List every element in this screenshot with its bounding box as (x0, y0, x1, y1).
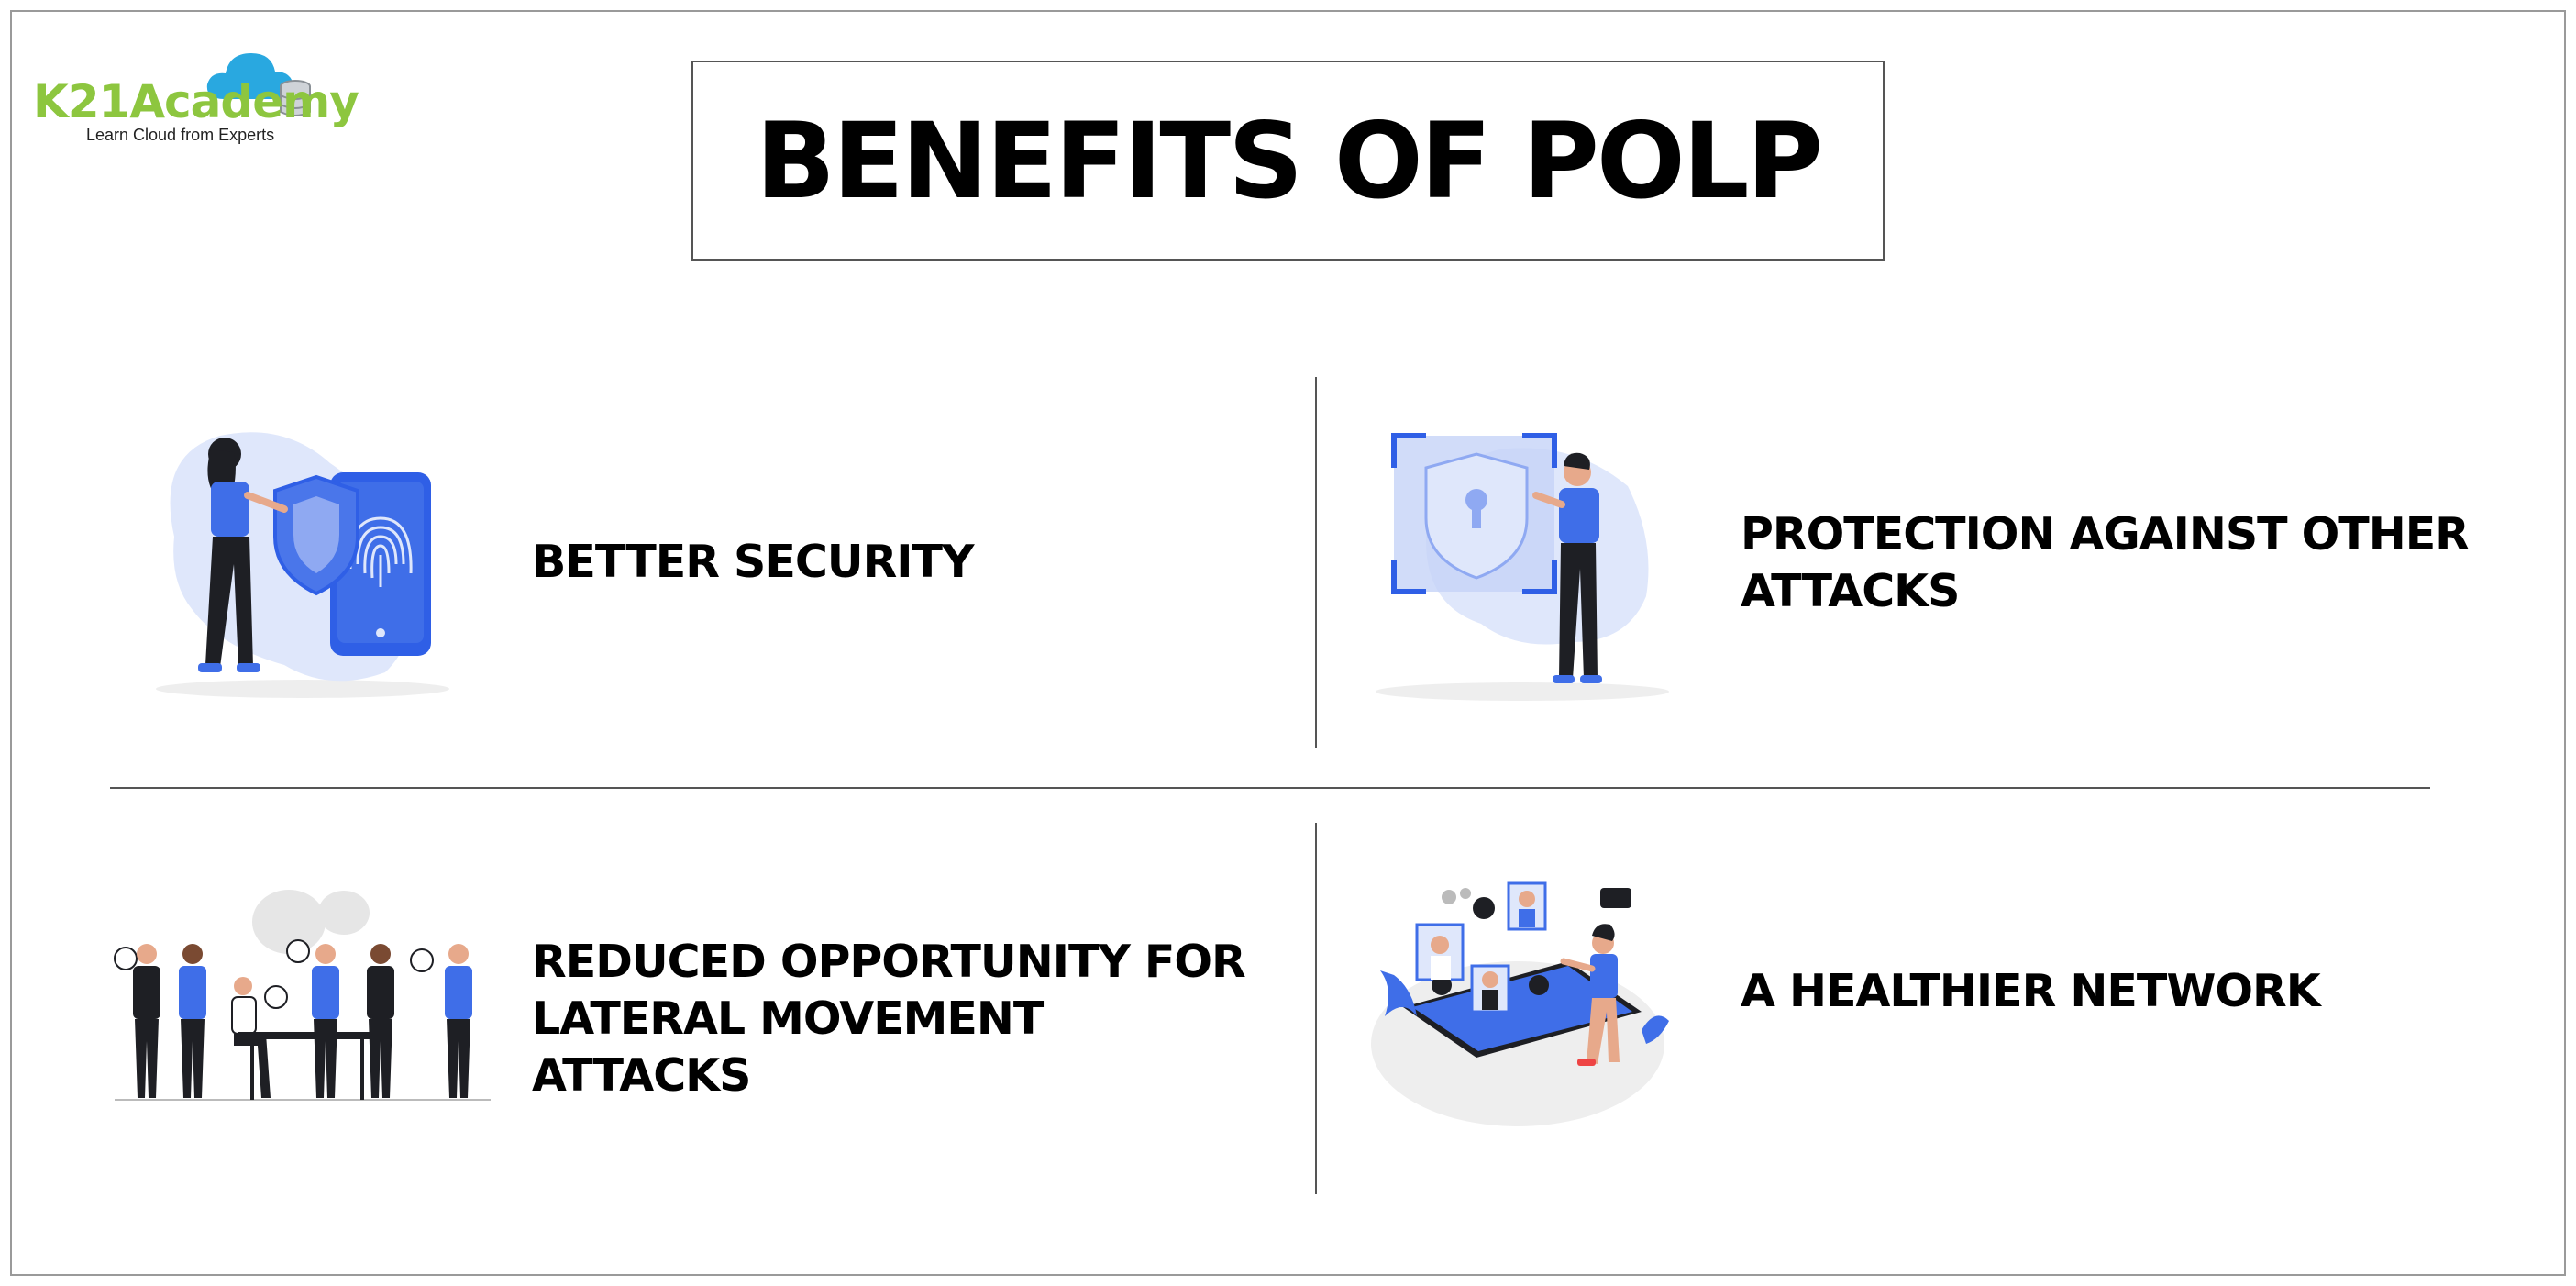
vertical-divider-top (1315, 377, 1317, 748)
woman-phone-fingerprint-shield-illustration (156, 432, 449, 698)
horizontal-divider (110, 787, 2430, 789)
team-person (367, 944, 394, 1098)
team-person (133, 944, 160, 1098)
team-person-seated (231, 977, 271, 1098)
social-network-phone-illustration (1371, 881, 1669, 1126)
logo-tagline: Learn Cloud from Experts (86, 126, 275, 144)
vertical-divider-bottom (1315, 823, 1317, 1194)
team-meeting-illustration (114, 890, 491, 1101)
benefit-label-protection-against-other-attacks: PROTECTION AGAINST OTHER ATTACKS (1741, 508, 2470, 617)
title-box: BENEFITS OF POLP (691, 61, 1885, 261)
man-security-lock-screen-illustration (1376, 433, 1669, 701)
team-person (179, 944, 206, 1098)
cloud-database-icon (206, 53, 311, 116)
benefit-label-healthier-network: A HEALTHIER NETWORK (1741, 965, 2321, 1017)
logo-wordmark: K21Academy (33, 75, 359, 128)
team-person (445, 944, 472, 1098)
page-frame (10, 10, 2566, 1276)
team-person (312, 944, 339, 1098)
benefit-label-reduced-opportunity: REDUCED OPPORTUNITY FOR LATERAL MOVEMENT… (532, 936, 1246, 1102)
benefit-label-better-security: BETTER SECURITY (532, 536, 974, 588)
page-title: BENEFITS OF POLP (755, 99, 1823, 222)
k21academy-logo: K21Academy Learn Cloud from Experts (31, 33, 359, 144)
